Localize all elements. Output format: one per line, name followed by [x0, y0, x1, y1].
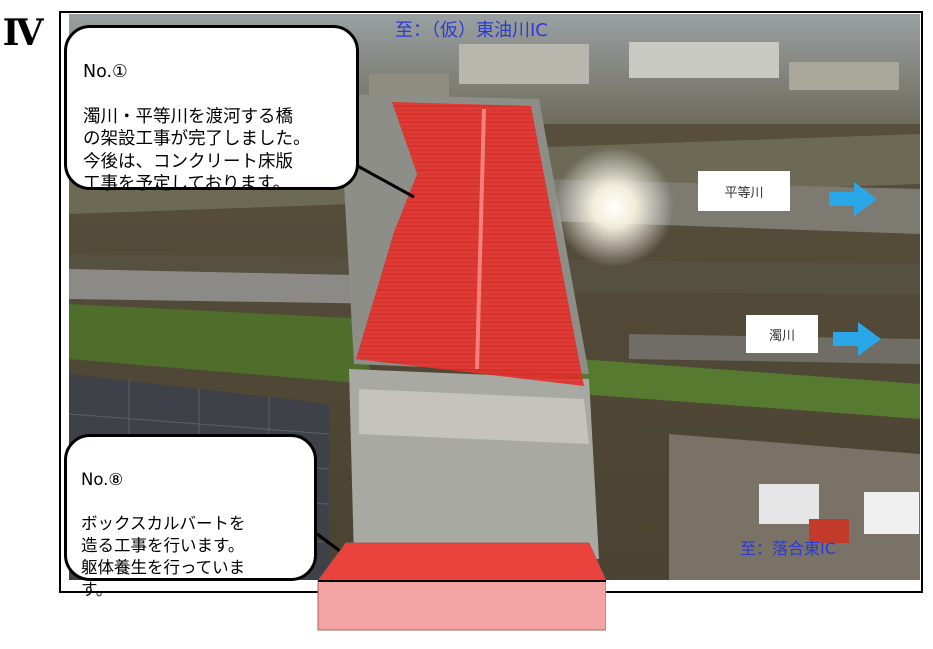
- callout-pointer: [353, 162, 415, 199]
- green-levee-right: [579, 359, 920, 419]
- callout-text: ボックスカルバートを 造る工事を行います。 躯体養生を行っていま す。: [81, 514, 246, 599]
- callout-no8: No.⑧ ボックスカルバートを 造る工事を行います。 躯体養生を行っていま す。: [64, 434, 317, 599]
- bridge-deck-highlight: [356, 102, 584, 386]
- building: [629, 42, 779, 78]
- deck-centerline: [475, 108, 486, 370]
- callout-pointer: [316, 532, 345, 556]
- building: [459, 44, 589, 84]
- arrow-icon: [829, 182, 877, 216]
- callout-title: No.⑧: [81, 470, 124, 489]
- section-numeral: Ⅳ: [2, 12, 44, 54]
- callout-text: 濁川・平等川を渡河する橋 の架設工事が完了しました。 今後は、コンクリート床版 …: [83, 106, 311, 195]
- sun-glare: [554, 147, 674, 267]
- callout-title: No.①: [83, 61, 128, 82]
- destination-top-label: 至：（仮）東油川IC: [395, 20, 548, 41]
- river-label-nigori: 濁川: [746, 315, 818, 353]
- abutment-top: [359, 389, 589, 444]
- site-vehicle: [809, 519, 849, 543]
- river-lower: [69, 269, 399, 304]
- arrow-icon: [833, 322, 881, 356]
- building: [789, 62, 899, 90]
- callout-no1: No.① 濁川・平等川を渡河する橋 の架設工事が完了しました。 今後は、コンクリ…: [64, 25, 359, 194]
- site-office: [864, 492, 919, 534]
- destination-bottom-label: 至：落合東IC: [740, 539, 836, 558]
- river-label-taira: 平等川: [698, 171, 790, 211]
- box-culvert-highlight: [317, 542, 606, 631]
- green-levee-left: [69, 304, 369, 384]
- site-office: [759, 484, 819, 524]
